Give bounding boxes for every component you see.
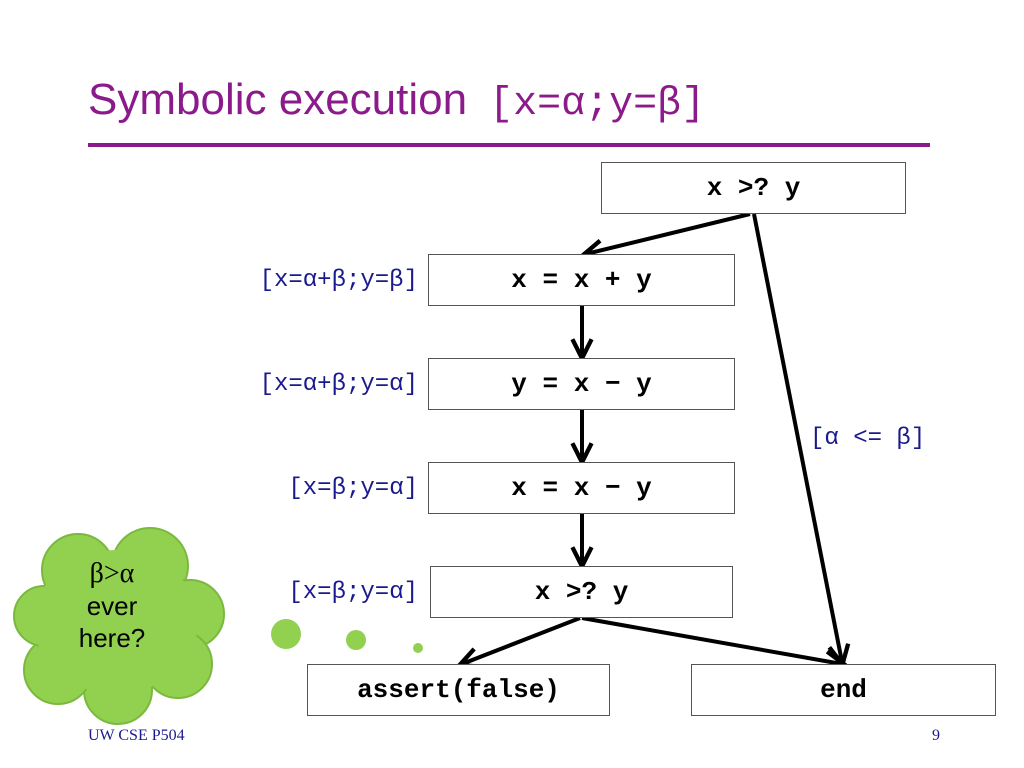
slide-title-text: Symbolic execution	[88, 75, 468, 124]
edge-cond2-end	[581, 616, 842, 664]
node-assert: assert(false)	[307, 664, 610, 716]
branch-condition: [α <= β]	[810, 425, 926, 452]
node-assign2: y = x − y	[428, 358, 735, 410]
title-divider	[88, 143, 930, 147]
thought-bubble-large	[271, 619, 301, 649]
edge-cond2-assert	[462, 616, 581, 664]
node-assign2-label: y = x − y	[511, 369, 652, 399]
node-end-label: end	[820, 675, 867, 705]
cloud-line-2: ever	[86, 591, 138, 621]
thought-bubble-small	[413, 643, 423, 653]
state-after-assign1: [x=α+β;y=β]	[259, 267, 418, 294]
footer-course: UW CSE P504	[88, 727, 185, 744]
footer-page-number: 9	[932, 727, 940, 744]
state-after-assign3: [x=β;y=α]	[288, 475, 418, 502]
cloud-text: β>α ever here?	[44, 558, 180, 654]
slide-title-state: [x=α;y=β]	[489, 82, 706, 127]
cloud-line-3: here?	[78, 623, 146, 653]
state-after-assign2: [x=α+β;y=α]	[259, 371, 418, 398]
node-assert-label: assert(false)	[357, 675, 560, 705]
state-at-cond2: [x=β;y=α]	[288, 579, 418, 606]
edge-cond1-assign1	[586, 212, 751, 254]
edge-cond1-end	[752, 213, 842, 662]
thought-cloud	[13, 527, 225, 725]
node-cond1: x >? y	[601, 162, 906, 214]
node-assign1-label: x = x + y	[511, 265, 652, 295]
node-cond2: x >? y	[430, 566, 733, 618]
thought-bubble-medium	[346, 630, 366, 650]
node-assign3: x = x − y	[428, 462, 735, 514]
node-cond2-label: x >? y	[534, 577, 629, 607]
cloud-line-1: β>α	[89, 558, 135, 589]
slide-title: Symbolic execution [x=α;y=β]	[88, 70, 705, 130]
node-assign1: x = x + y	[428, 254, 735, 306]
node-assign3-label: x = x − y	[511, 473, 652, 503]
node-end: end	[691, 664, 996, 716]
node-cond1-label: x >? y	[706, 173, 801, 203]
